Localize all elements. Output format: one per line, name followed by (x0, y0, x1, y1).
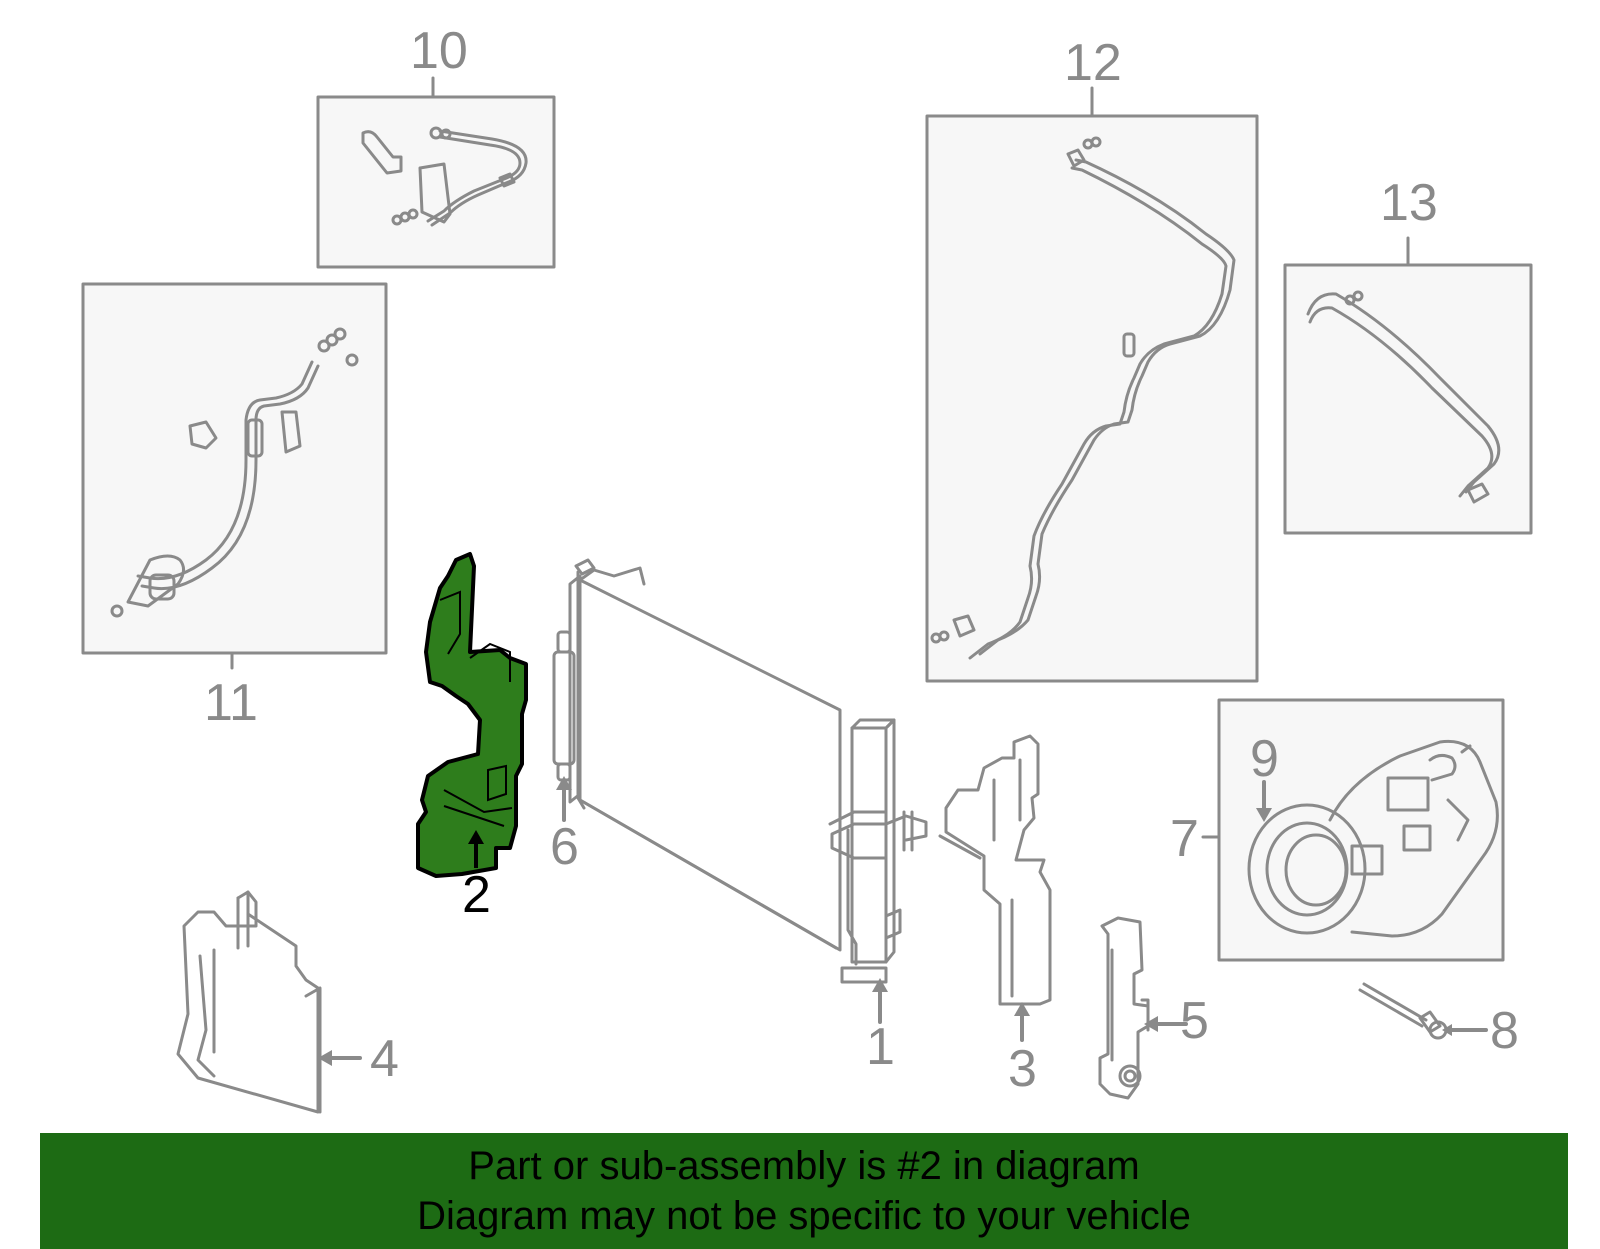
info-banner: Part or sub-assembly is #2 in diagram Di… (40, 1133, 1568, 1249)
callout-6: 6 (550, 818, 579, 876)
part-3-air-guide[interactable] (938, 734, 1052, 1006)
part-7-box[interactable] (1201, 698, 1505, 962)
callout-3: 3 (1008, 1040, 1037, 1098)
banner-line-1: Part or sub-assembly is #2 in diagram (468, 1144, 1140, 1188)
part-5-bracket[interactable] (1098, 916, 1150, 1100)
callout-8: 8 (1490, 1002, 1519, 1060)
callout-7: 7 (1170, 810, 1199, 868)
callout-10: 10 (410, 22, 468, 80)
callout-13: 13 (1380, 174, 1438, 232)
callout-2: 2 (462, 866, 491, 924)
part-12-box[interactable] (925, 86, 1259, 683)
callout-9: 9 (1250, 730, 1279, 788)
part-13-box[interactable] (1283, 236, 1533, 535)
part-6-drier[interactable] (552, 630, 576, 782)
callout-1: 1 (866, 1018, 895, 1076)
part-8-bolt[interactable] (1358, 982, 1448, 1040)
callout-4: 4 (370, 1030, 399, 1088)
callout-5: 5 (1180, 992, 1209, 1050)
part-4-side-guide[interactable] (176, 890, 322, 1114)
part-10-box[interactable] (316, 76, 556, 269)
part-2-air-guide-highlighted[interactable] (416, 552, 528, 878)
banner-line-2: Diagram may not be specific to your vehi… (417, 1194, 1191, 1238)
callout-11: 11 (204, 674, 258, 732)
part-1-condenser[interactable] (568, 558, 928, 984)
callout-12: 12 (1064, 34, 1122, 92)
part-11-box[interactable] (81, 282, 388, 670)
